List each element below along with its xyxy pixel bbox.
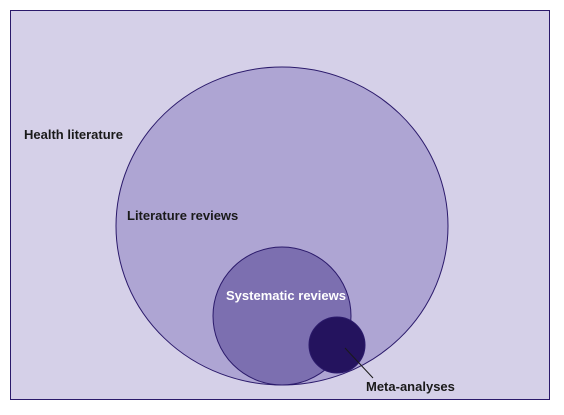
meta-analyses-label: Meta-analyses (366, 379, 455, 394)
systematic-reviews-label: Systematic reviews (226, 288, 346, 303)
meta-analyses-leader-line (344, 347, 374, 379)
health-literature-label: Health literature (24, 127, 123, 142)
meta-analyses-circle (308, 316, 366, 374)
literature-reviews-label: Literature reviews (127, 208, 238, 223)
